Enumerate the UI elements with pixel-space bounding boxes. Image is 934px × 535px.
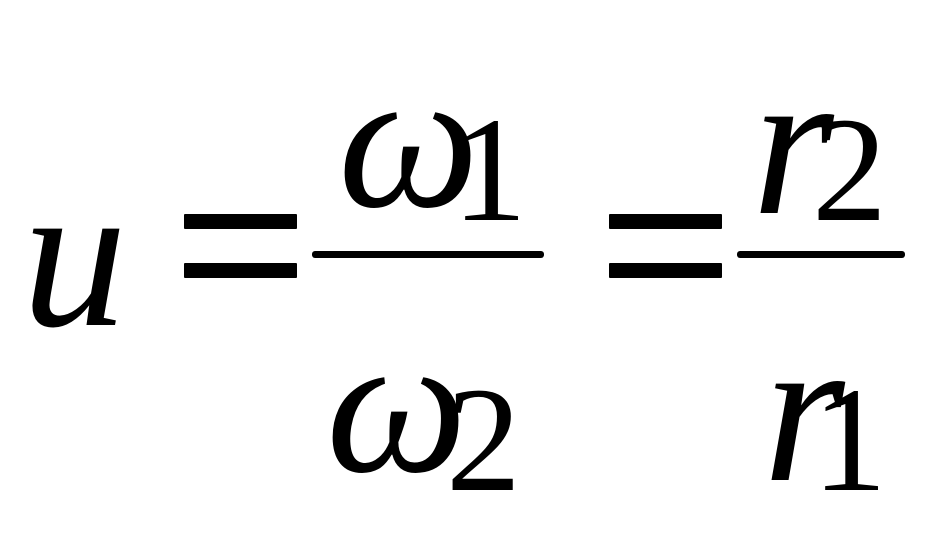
equals-sign-1-top-stroke bbox=[184, 214, 297, 229]
fraction-bar-1 bbox=[312, 251, 544, 258]
numerator-r-subscript: 2 bbox=[812, 87, 887, 253]
equals-sign-1-bottom-stroke bbox=[184, 263, 297, 278]
equals-sign-2-bottom-stroke bbox=[609, 263, 722, 278]
numerator-omega-subscript: 1 bbox=[452, 87, 527, 253]
numerator-omega: ω bbox=[338, 29, 480, 250]
numerator-r: r bbox=[752, 27, 834, 259]
denominator-r-subscript: 1 bbox=[812, 357, 887, 523]
denominator-omega-subscript: 2 bbox=[446, 357, 521, 523]
denominator-r: r bbox=[763, 294, 845, 526]
fraction-bar-2 bbox=[737, 251, 905, 258]
equals-sign-2-top-stroke bbox=[609, 214, 722, 229]
variable-u: u bbox=[22, 139, 127, 371]
denominator-omega: ω bbox=[326, 294, 468, 515]
